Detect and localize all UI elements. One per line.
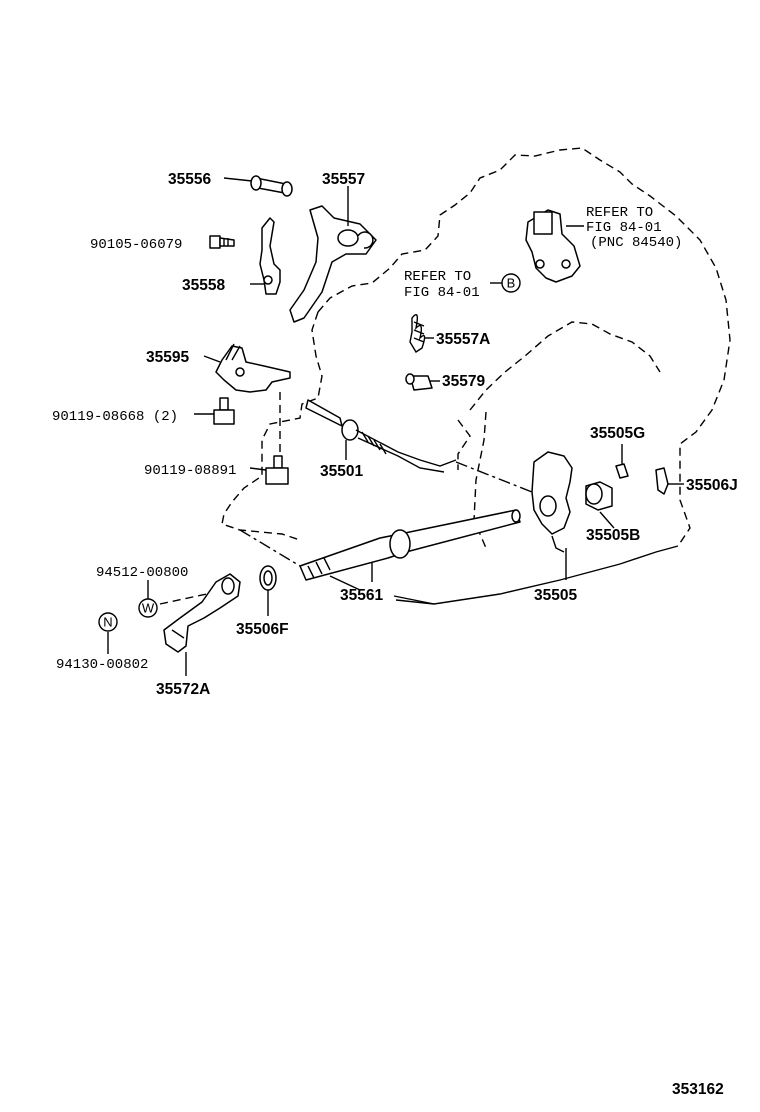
label-35561: 35561 (340, 587, 383, 604)
part-35506F-seal[interactable] (259, 565, 277, 591)
label-35506F: 35506F (236, 621, 289, 638)
part-35505G-pin[interactable] (615, 463, 629, 479)
part-35572A-lever[interactable] (163, 573, 241, 653)
neutral-start-switch[interactable] (525, 209, 581, 283)
part-90105-06079-bolt[interactable] (209, 235, 235, 249)
part-35579-pin[interactable] (405, 373, 433, 391)
label-35557A: 35557A (436, 331, 490, 348)
part-90119-08668-bolt[interactable] (213, 397, 235, 425)
part-35595-bracket[interactable] (215, 343, 291, 393)
refer-b-line2: FIG 84-01 (404, 285, 480, 301)
label-35505G: 35505G (590, 425, 645, 442)
nut-n-circle (98, 612, 118, 632)
part-90119-08891-bolt[interactable] (265, 455, 289, 485)
nut-n-letter: N (103, 615, 112, 630)
part-35501-shaft[interactable] (305, 399, 457, 473)
part-35557-lever[interactable] (289, 205, 377, 323)
refer-a-line1: REFER TO (586, 205, 653, 221)
washer-w-letter: W (142, 601, 155, 616)
refer-b-letter: B (507, 276, 516, 291)
transmission-housing-outline (317, 147, 731, 547)
housing-lower-left (221, 311, 323, 541)
label-90119-08668: 90119-08668 (2) (52, 409, 178, 425)
part-35561-shaft[interactable] (299, 509, 521, 581)
housing-inner (457, 419, 471, 470)
part-35558-detent-spring[interactable] (259, 217, 281, 295)
refer-b-line1: REFER TO (404, 269, 471, 285)
label-35558: 35558 (182, 277, 225, 294)
refer-a-line3: (PNC 84540) (590, 235, 682, 251)
label-35505B: 35505B (586, 527, 640, 544)
label-35572A: 35572A (156, 681, 210, 698)
label-35501: 35501 (320, 463, 363, 480)
label-35506J: 35506J (686, 477, 738, 494)
part-35505-lever[interactable] (531, 451, 573, 553)
part-35556-pin[interactable] (250, 175, 293, 197)
bellhousing-outline (469, 321, 661, 411)
label-35556: 35556 (168, 171, 211, 188)
part-35506J-clip[interactable] (655, 467, 669, 495)
washer-w-circle (138, 598, 158, 618)
label-94130-00802: 94130-00802 (56, 657, 148, 673)
label-94512-00800: 94512-00800 (96, 565, 188, 581)
label-35557: 35557 (322, 171, 365, 188)
label-35579: 35579 (442, 373, 485, 390)
refer-b-circle (501, 273, 521, 293)
label-35595: 35595 (146, 349, 189, 366)
part-35505B-collar[interactable] (585, 481, 613, 511)
label-90119-08891: 90119-08891 (144, 463, 236, 479)
figure-id: 353162 (672, 1081, 724, 1098)
part-35557A-spring[interactable] (409, 314, 426, 353)
refer-a-line2: FIG 84-01 (586, 220, 662, 236)
label-35505: 35505 (534, 587, 577, 604)
label-90105-06079: 90105-06079 (90, 237, 182, 253)
